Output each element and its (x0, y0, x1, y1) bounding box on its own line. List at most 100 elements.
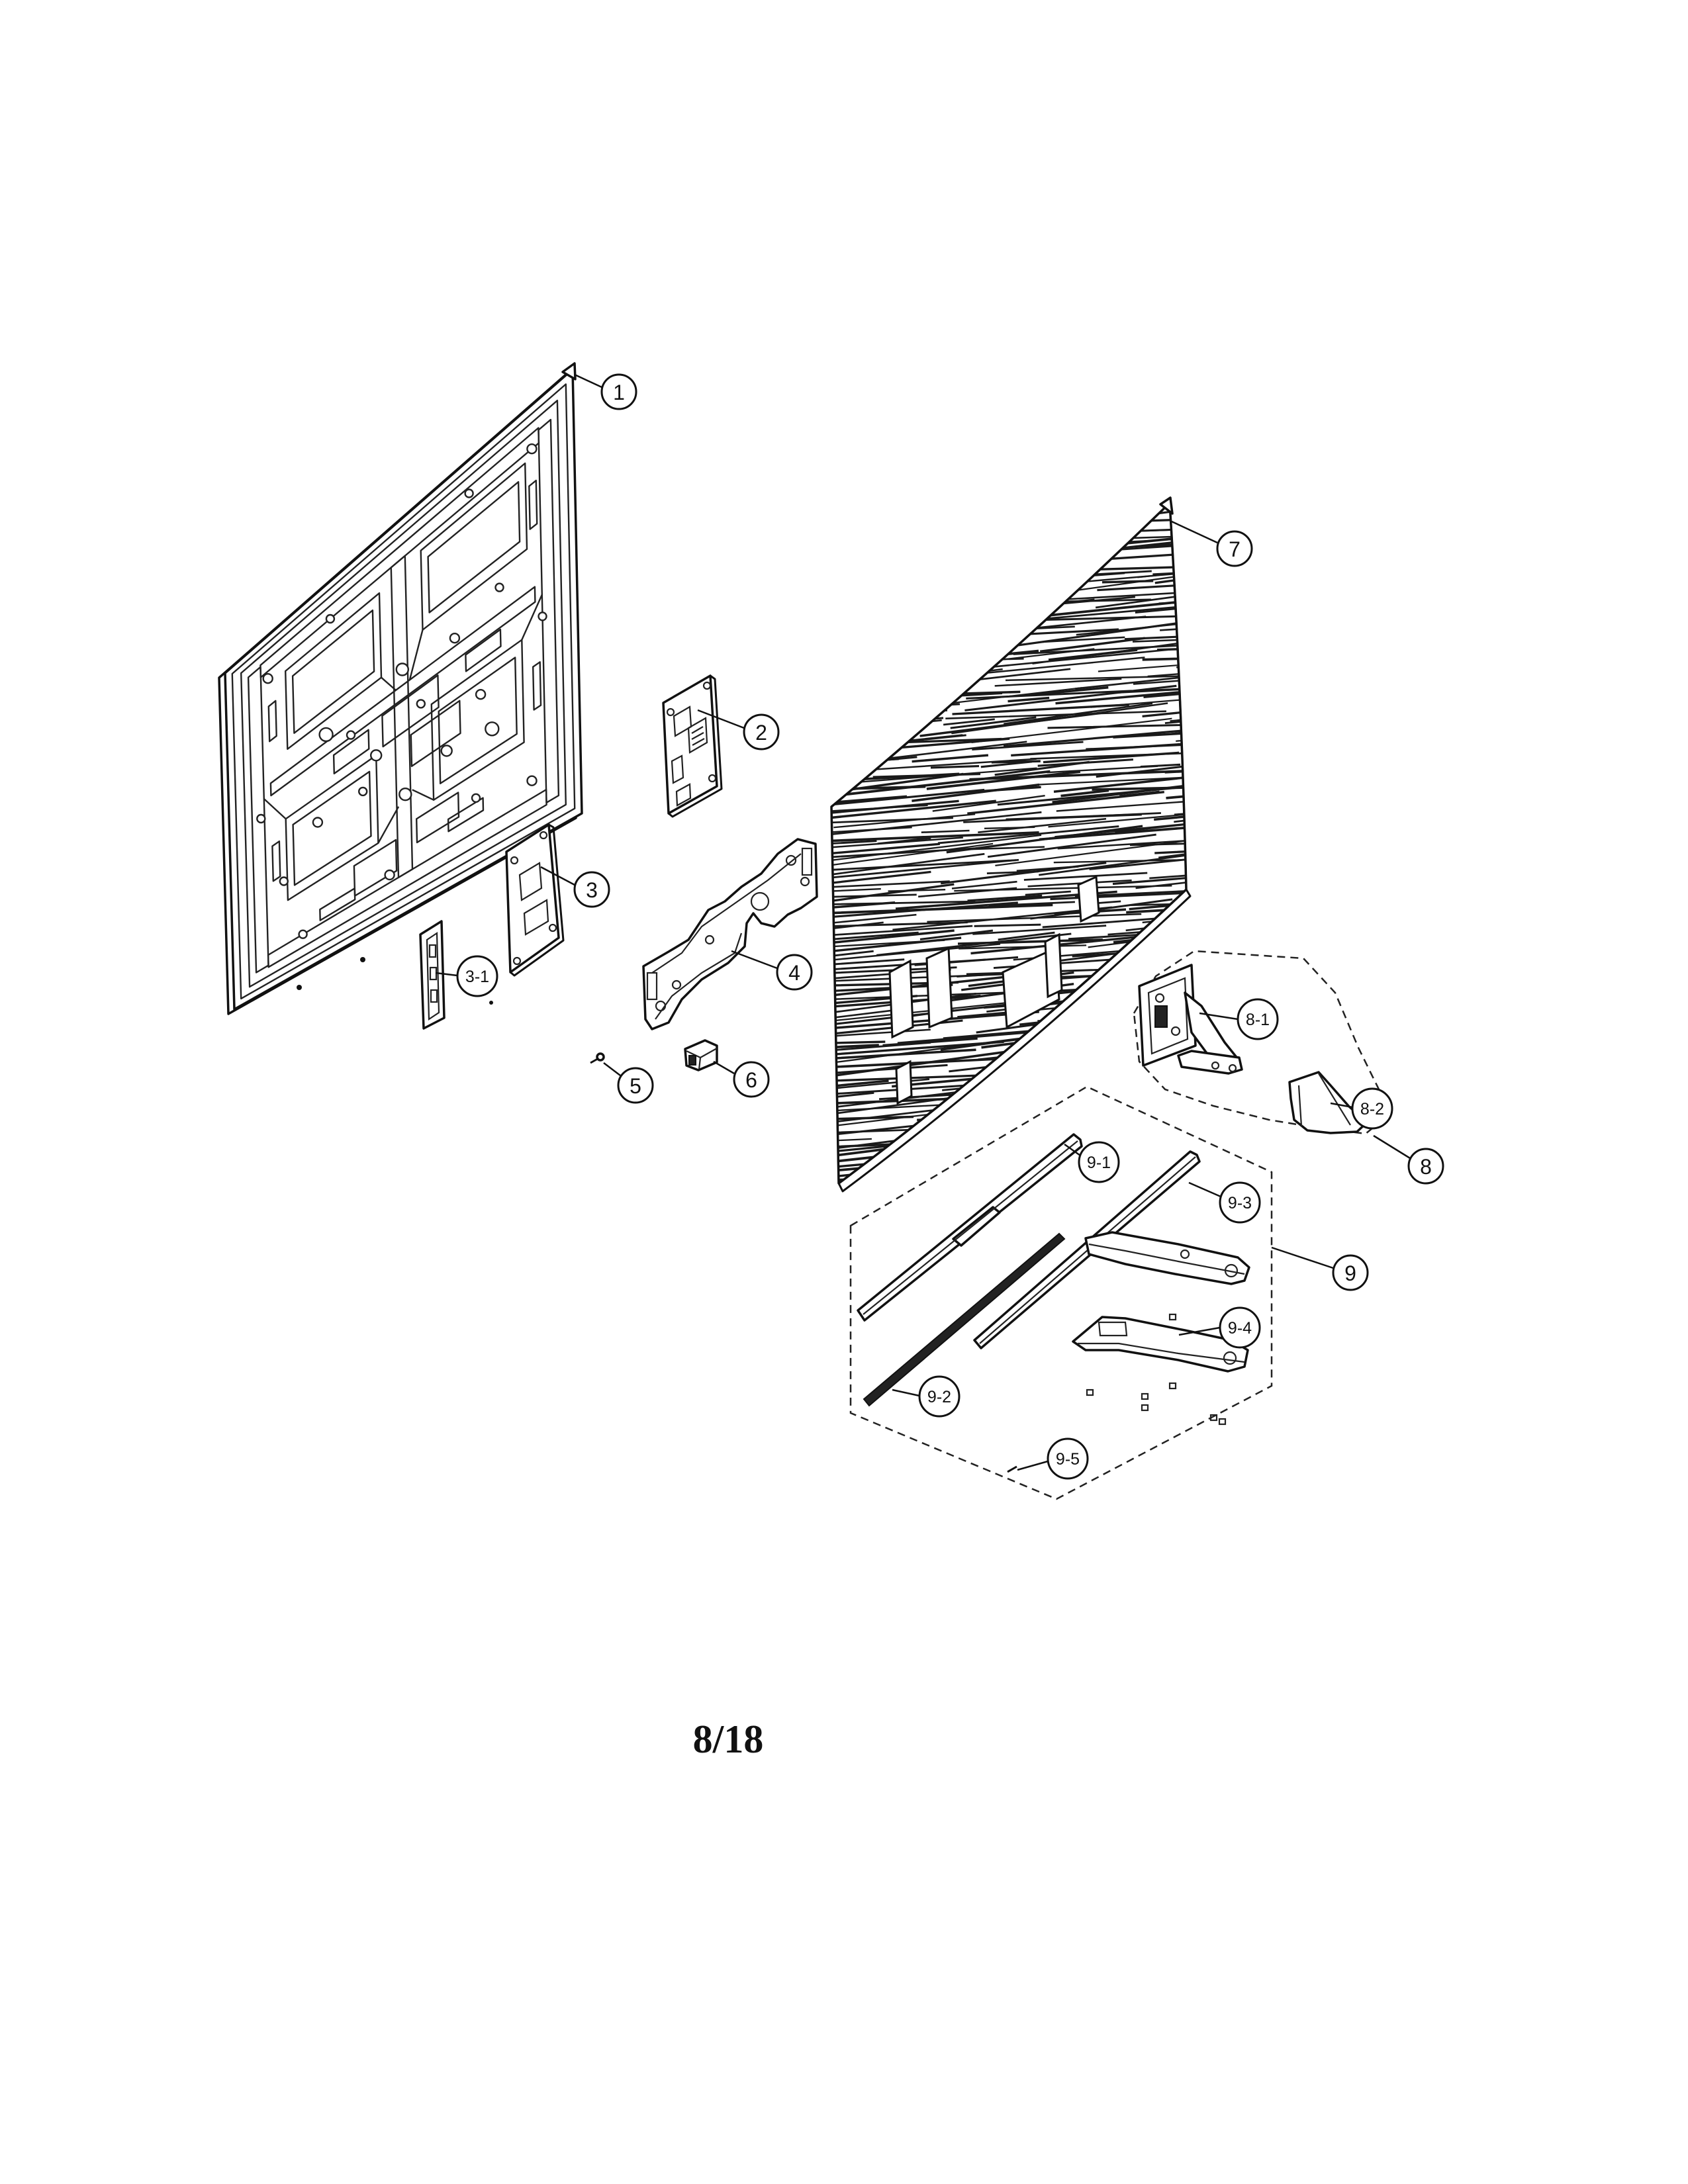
chassis-boss (494, 582, 504, 592)
chassis-structure (319, 887, 356, 921)
leader-line (1330, 1102, 1353, 1109)
callout-9-2: 9-2 (892, 1375, 961, 1418)
callout-circle (1078, 1141, 1120, 1183)
callout-5: 5 (603, 1062, 654, 1104)
cover-texture-line (831, 862, 1186, 886)
callout-label: 9 (1344, 1261, 1356, 1285)
callout-label: 8-2 (1360, 1100, 1384, 1118)
callout-circle (733, 1061, 770, 1098)
chassis-boss (538, 612, 547, 621)
chassis-structure (259, 427, 540, 678)
callout-label: 1 (613, 381, 625, 404)
chassis-boss (370, 749, 383, 762)
board-label-mark (691, 726, 704, 734)
callout-circle (617, 1067, 654, 1104)
callout-9-1: 9-1 (1064, 1141, 1120, 1183)
bracket-hole (800, 876, 810, 887)
callout-9: 9 (1271, 1246, 1369, 1291)
page-number: 8/18 (693, 1717, 764, 1761)
callout-label: 9-3 (1228, 1194, 1252, 1212)
cover-texture-line (819, 481, 1227, 496)
clip-face (688, 1055, 696, 1066)
callout-circle (1219, 1181, 1261, 1224)
board-connector (675, 783, 692, 807)
chassis-boss (526, 443, 538, 455)
board-label-mark (691, 732, 704, 740)
callout-9-3: 9-3 (1188, 1181, 1261, 1224)
neck-cover-outline (1288, 1071, 1368, 1134)
cover-cutout (888, 959, 914, 1039)
callout-circle (1216, 530, 1253, 567)
chassis-structure (420, 462, 528, 631)
board-label-block (687, 717, 708, 754)
cover-texture-line (832, 903, 1186, 925)
cover-texture-line (831, 586, 1186, 601)
chassis-structure (240, 400, 567, 988)
cover-texture-line (831, 920, 1186, 937)
cover-texture-line (831, 836, 1186, 866)
cover-thickness (837, 889, 1192, 1193)
chassis-structure (427, 481, 521, 614)
leader-line (574, 373, 602, 388)
board-screw-hole (708, 774, 717, 783)
cover-texture-line (831, 1152, 1186, 1169)
board-screw-hole (702, 681, 712, 690)
cover-texture-line (831, 503, 1186, 506)
chassis-boss (475, 688, 487, 700)
cover-texture-line (831, 858, 1186, 881)
bracket-inner-edge (651, 853, 802, 974)
callout-4: 4 (731, 950, 813, 991)
callout-circle (918, 1375, 961, 1418)
callout-label: 7 (1229, 537, 1241, 561)
cover-texture-line (831, 1173, 1186, 1183)
base-edge (1078, 1342, 1245, 1363)
cover-texture-line (831, 834, 1186, 864)
chassis-structure (465, 628, 502, 672)
callout-label: 9-4 (1228, 1319, 1252, 1338)
chassis-rib (263, 798, 287, 820)
cover-texture-line (831, 503, 1186, 515)
cover-texture-line (831, 572, 1186, 592)
clip-edge (698, 1057, 702, 1070)
callout-circle (1047, 1437, 1089, 1480)
chassis-structure (381, 674, 440, 748)
bracket-inner (426, 931, 440, 1021)
callout-label: 9-2 (927, 1388, 951, 1406)
bracket-hole (655, 1000, 667, 1012)
screw (1141, 1392, 1149, 1400)
bracket-slot (428, 944, 437, 958)
cover-texture-line (831, 889, 1186, 907)
bracket-hole (785, 854, 797, 866)
callout-8-1: 8-1 (1199, 998, 1279, 1040)
chassis-structure (438, 657, 518, 785)
part-9-5-screws (1007, 1313, 1227, 1473)
cover-cutout (1077, 875, 1100, 923)
callout-8: 8 (1373, 1134, 1444, 1185)
chassis-rib (408, 629, 424, 680)
base-hole (1223, 1351, 1237, 1365)
callout-label: 5 (630, 1074, 641, 1098)
leg-foot-edge (1088, 1243, 1245, 1275)
chassis-boss (256, 813, 266, 824)
board-thickness (668, 674, 723, 818)
board-component (523, 899, 549, 936)
callout-3: 3 (540, 866, 610, 908)
callout-label: 8-1 (1246, 1011, 1270, 1029)
board-label-mark (692, 738, 705, 746)
callout-1: 1 (574, 373, 637, 410)
cover-texture-line (831, 562, 1186, 584)
leader-line (1178, 1326, 1221, 1336)
neck-cover-edge (1297, 1085, 1303, 1127)
chassis-structure (267, 700, 277, 743)
board-thickness (510, 823, 565, 977)
chassis-rib (377, 806, 400, 844)
bracket-outline (642, 838, 818, 1030)
bracket-slot (430, 989, 438, 1003)
bar-edge (863, 1140, 1078, 1315)
board-outline (662, 674, 718, 815)
board-screw-hole (548, 923, 557, 933)
cover-texture-line (831, 910, 1186, 929)
part-9-1-bar (857, 1133, 1083, 1322)
leg-hole (1224, 1263, 1239, 1278)
